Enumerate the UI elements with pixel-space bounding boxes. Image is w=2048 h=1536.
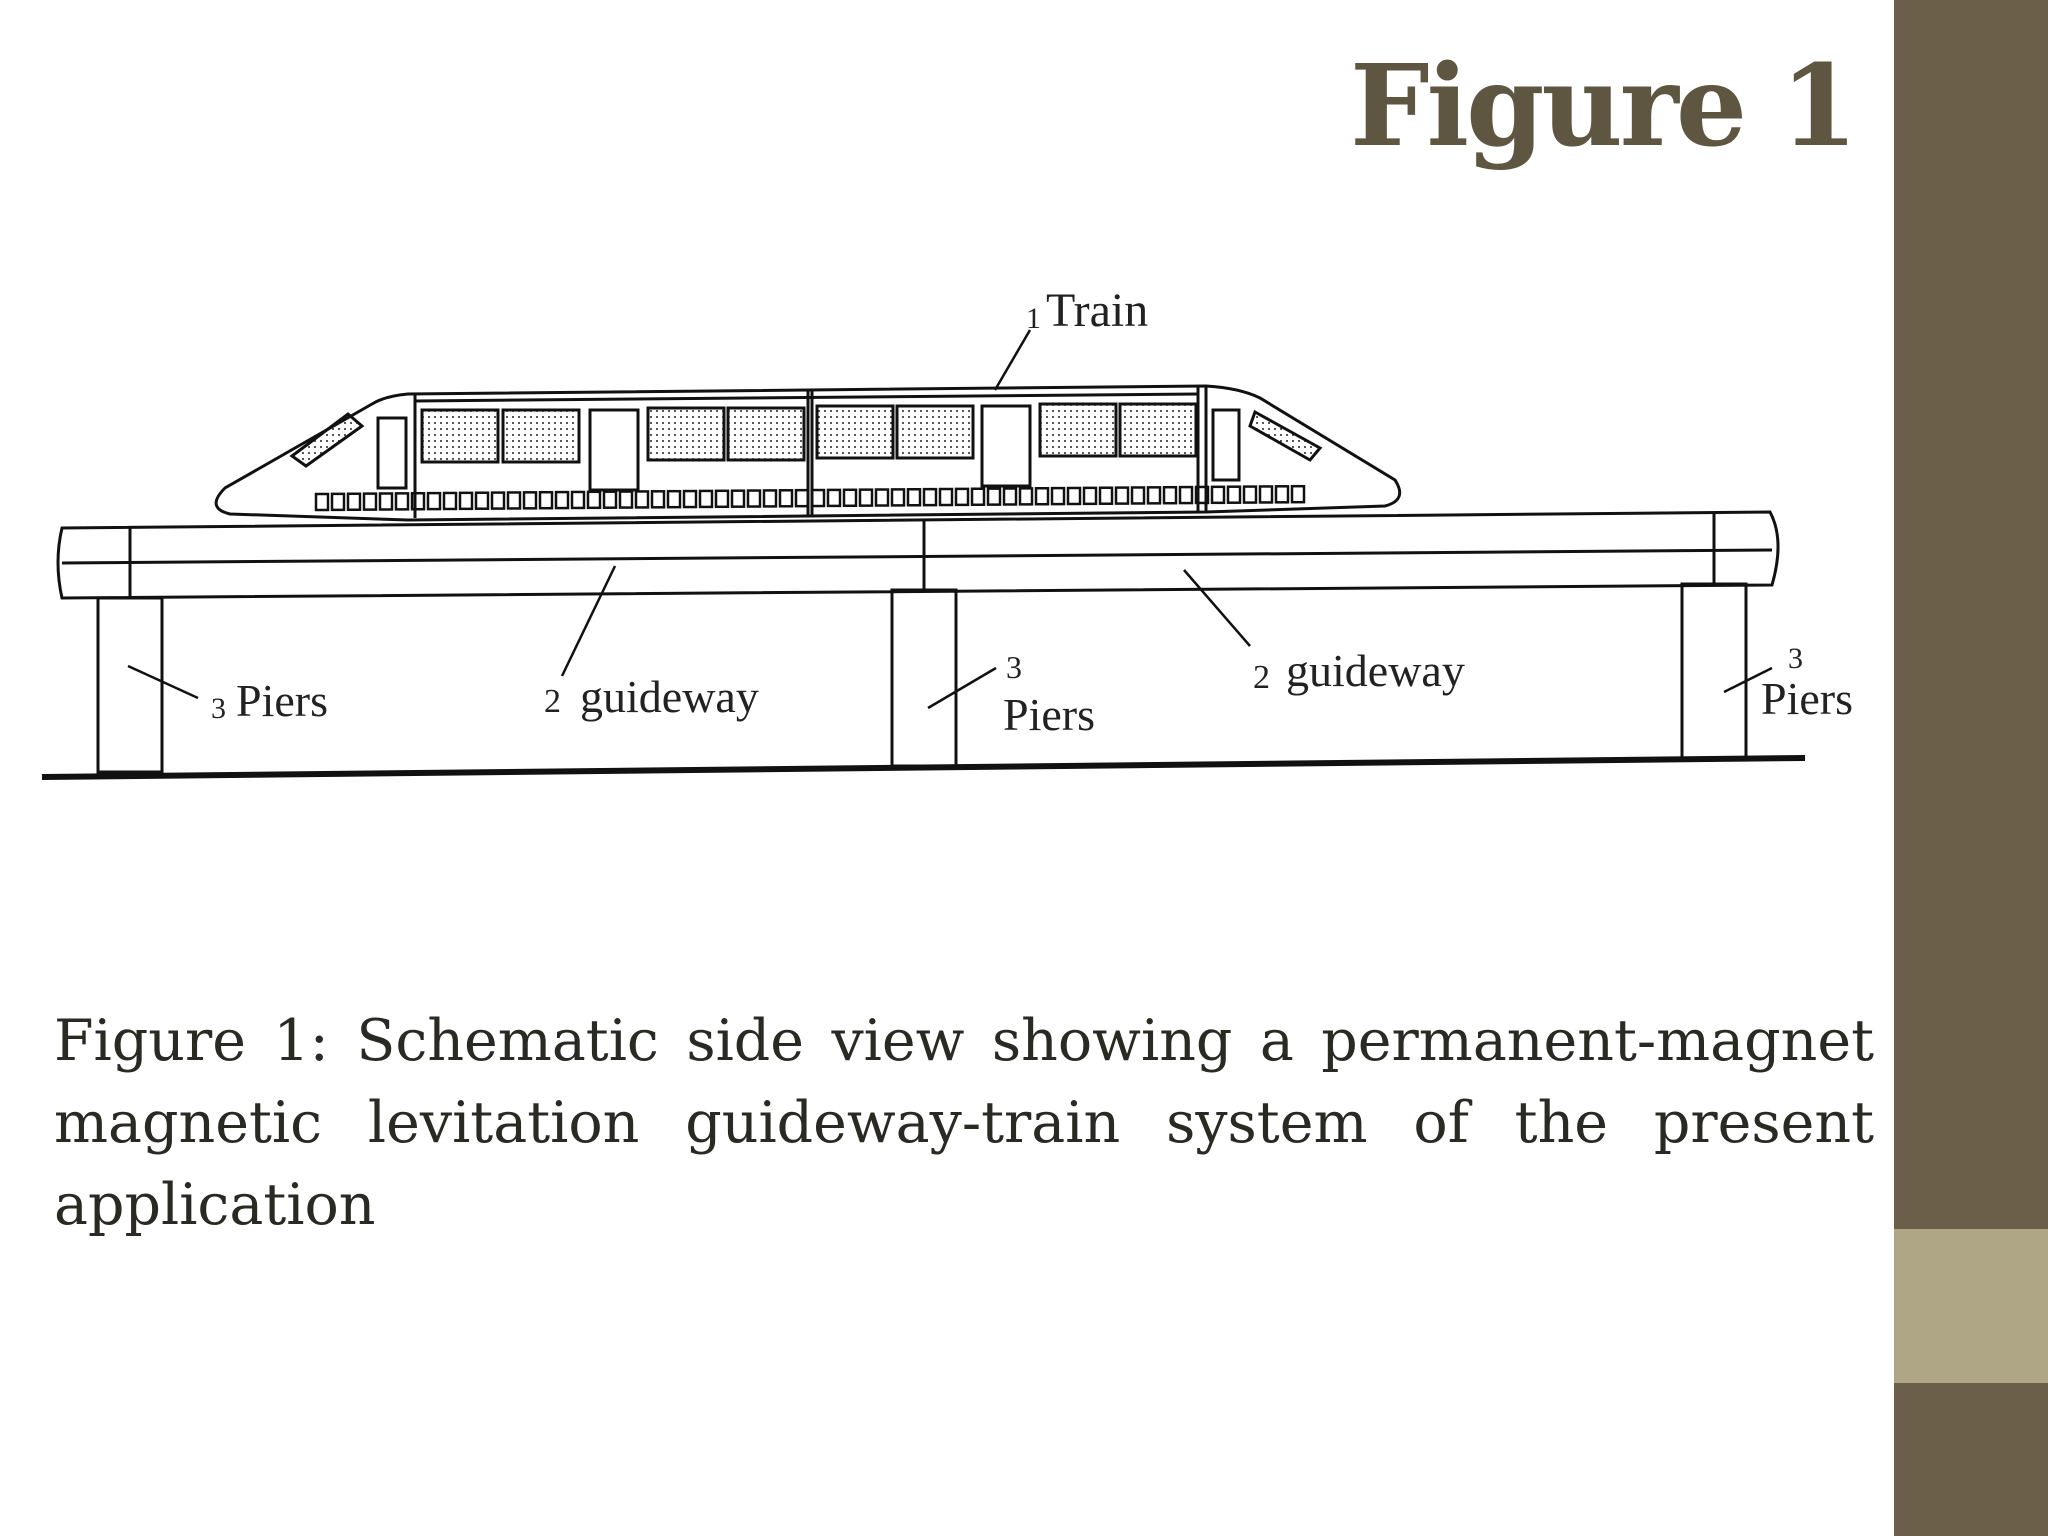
magnet-block — [682, 489, 698, 509]
magnet-block — [874, 488, 890, 507]
pier-number-label: 3 — [211, 692, 226, 725]
magnet-block — [1274, 485, 1290, 504]
magnet-block — [762, 489, 778, 508]
pier-number-label: 3 — [1006, 649, 1022, 685]
magnet-block — [794, 488, 810, 508]
accent-sidebar-highlight — [1894, 1229, 2048, 1383]
magnet-block — [1098, 486, 1114, 505]
magnet-block — [330, 492, 346, 512]
guideway-label: guideway — [580, 671, 759, 722]
pier-number-label: 3 — [1788, 642, 1803, 675]
magnet-block — [1290, 484, 1306, 504]
magnet-block — [1226, 485, 1242, 504]
magnet-block — [362, 492, 378, 511]
guideway-number-label: 2 — [1253, 659, 1270, 696]
magnet-block — [570, 490, 586, 510]
magnet-row — [314, 484, 1306, 512]
slide-title: Figure 1 — [1350, 41, 1858, 172]
magnet-block — [314, 492, 330, 512]
magnet-block — [778, 489, 794, 508]
magnet-block — [602, 490, 618, 509]
magnet-block — [906, 488, 922, 507]
magnet-block — [554, 490, 570, 510]
magnet-block — [1034, 486, 1050, 506]
magnet-block — [714, 489, 730, 509]
magnet-block — [1050, 486, 1066, 506]
magnet-block — [1002, 487, 1018, 506]
train-doors — [376, 404, 1241, 492]
magnet-block — [858, 488, 874, 507]
magnet-block — [346, 492, 362, 511]
magnet-block — [922, 487, 938, 507]
magnet-block — [826, 488, 842, 508]
magnet-block — [426, 491, 442, 511]
magnet-block — [458, 491, 474, 511]
guideway-label: guideway — [1286, 645, 1465, 696]
magnet-block — [1242, 485, 1258, 504]
magnet-block — [1066, 486, 1082, 506]
magnet-block — [1178, 485, 1194, 505]
magnet-block — [1162, 485, 1178, 505]
magnet-block — [586, 490, 602, 510]
train-number-label: 1 — [1026, 302, 1041, 335]
magnet-block — [890, 488, 906, 507]
magnet-block — [986, 487, 1002, 506]
magnet-block — [618, 490, 634, 509]
maglev-diagram: 1 Train 3 Piers 2 guideway 3 Piers 2 gui… — [41, 284, 1853, 780]
guideway-beam — [56, 510, 1780, 600]
magnet-block — [410, 491, 426, 511]
magnet-block — [442, 491, 458, 511]
magnet-block — [1146, 486, 1162, 505]
piers — [96, 582, 1748, 774]
magnet-block — [1082, 486, 1098, 506]
magnet-block — [954, 487, 970, 507]
pier-label: Piers — [1003, 689, 1095, 740]
guideway-number-label: 2 — [544, 683, 561, 720]
figure-caption: Figure 1: Schematic side view showing a … — [54, 1008, 1874, 1238]
leader-lines — [127, 329, 1773, 710]
train-label: Train — [1046, 284, 1148, 337]
magnet-block — [1114, 486, 1130, 505]
magnet-block — [1130, 486, 1146, 505]
magnet-block — [810, 488, 826, 508]
magnet-block — [1018, 487, 1034, 506]
magnet-block — [634, 490, 650, 509]
magnet-block — [378, 492, 394, 511]
magnet-block — [970, 487, 986, 507]
pier-label: Piers — [1761, 673, 1853, 724]
magnet-block — [1210, 485, 1226, 505]
train-windows — [289, 402, 1323, 468]
magnet-block — [474, 491, 490, 510]
magnet-block — [842, 488, 858, 508]
magnet-block — [490, 491, 506, 510]
magnet-block — [538, 490, 554, 510]
magnet-block — [666, 489, 682, 509]
magnet-block — [394, 492, 410, 511]
magnet-block — [938, 487, 954, 507]
magnet-block — [506, 491, 522, 510]
magnet-block — [1258, 485, 1274, 504]
magnet-block — [698, 489, 714, 509]
pier-label: Piers — [236, 675, 328, 726]
train — [214, 384, 1402, 522]
magnet-block — [650, 490, 666, 509]
magnet-block — [522, 491, 538, 510]
magnet-block — [730, 489, 746, 508]
magnet-block — [746, 489, 762, 508]
magnet-block — [1194, 485, 1210, 505]
